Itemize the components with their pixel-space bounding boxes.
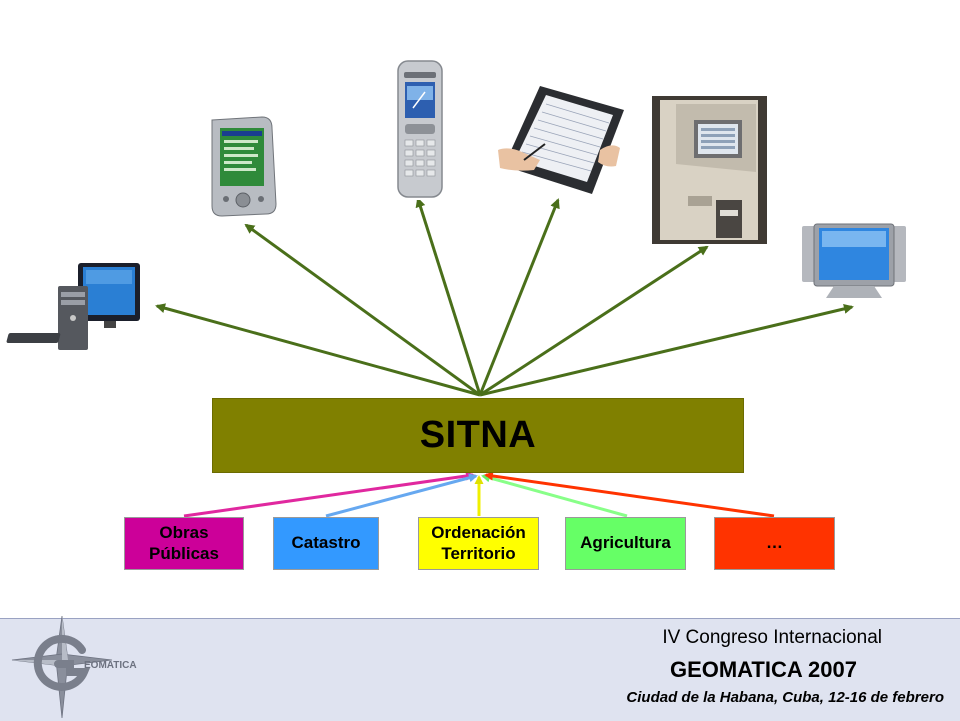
arrow-to-tablet	[478, 198, 560, 396]
arrow-from-agricultura	[481, 473, 628, 518]
logo-text: EOMATICA	[84, 660, 137, 671]
source-label-line: Ordenación	[431, 523, 526, 543]
source-label-line: Obras	[159, 523, 209, 543]
source-label-line: Agricultura	[580, 533, 671, 553]
diagram-canvas	[6, 58, 912, 518]
sitna-box: SITNA	[212, 398, 744, 473]
geomatica-logo-icon: EOMATICA	[11, 615, 137, 719]
congress-name: IV Congreso Internacional	[662, 627, 882, 648]
source-other: …	[714, 517, 835, 570]
tablet-pc-icon	[494, 76, 626, 198]
source-catastro: Catastro	[273, 517, 379, 570]
arrow-to-phone	[415, 197, 482, 396]
arrow-to-tv	[479, 303, 854, 397]
source-label-line: Territorio	[441, 543, 516, 563]
event-location-date: Ciudad de la Habana, Cuba, 12-16 de febr…	[626, 689, 944, 706]
arrow-to-pda	[244, 223, 481, 397]
desktop-computer-icon	[6, 258, 152, 352]
arrow-from-catastro	[325, 473, 478, 518]
input-arrows	[183, 471, 775, 518]
mobile-phone-icon	[385, 58, 457, 200]
source-label-line: Públicas	[149, 543, 219, 563]
source-label-line: …	[766, 533, 783, 553]
source-label-line: Catastro	[291, 533, 361, 553]
source-agricultura: Agricultura	[565, 517, 686, 570]
flat-tv-icon	[798, 222, 912, 302]
output-arrows	[155, 197, 854, 397]
arrow-from-other	[484, 471, 775, 518]
kiosk-terminal-icon	[652, 96, 767, 244]
arrow-to-kiosk	[479, 245, 709, 397]
arrow-from-obras	[183, 471, 475, 518]
footer: IV Congreso Internacional GEOMATICA 2007…	[0, 618, 960, 721]
pda-icon	[188, 110, 298, 224]
event-title: GEOMATICA 2007	[669, 657, 857, 682]
arrow-to-desktop	[155, 303, 481, 397]
sitna-label: SITNA	[419, 414, 537, 457]
